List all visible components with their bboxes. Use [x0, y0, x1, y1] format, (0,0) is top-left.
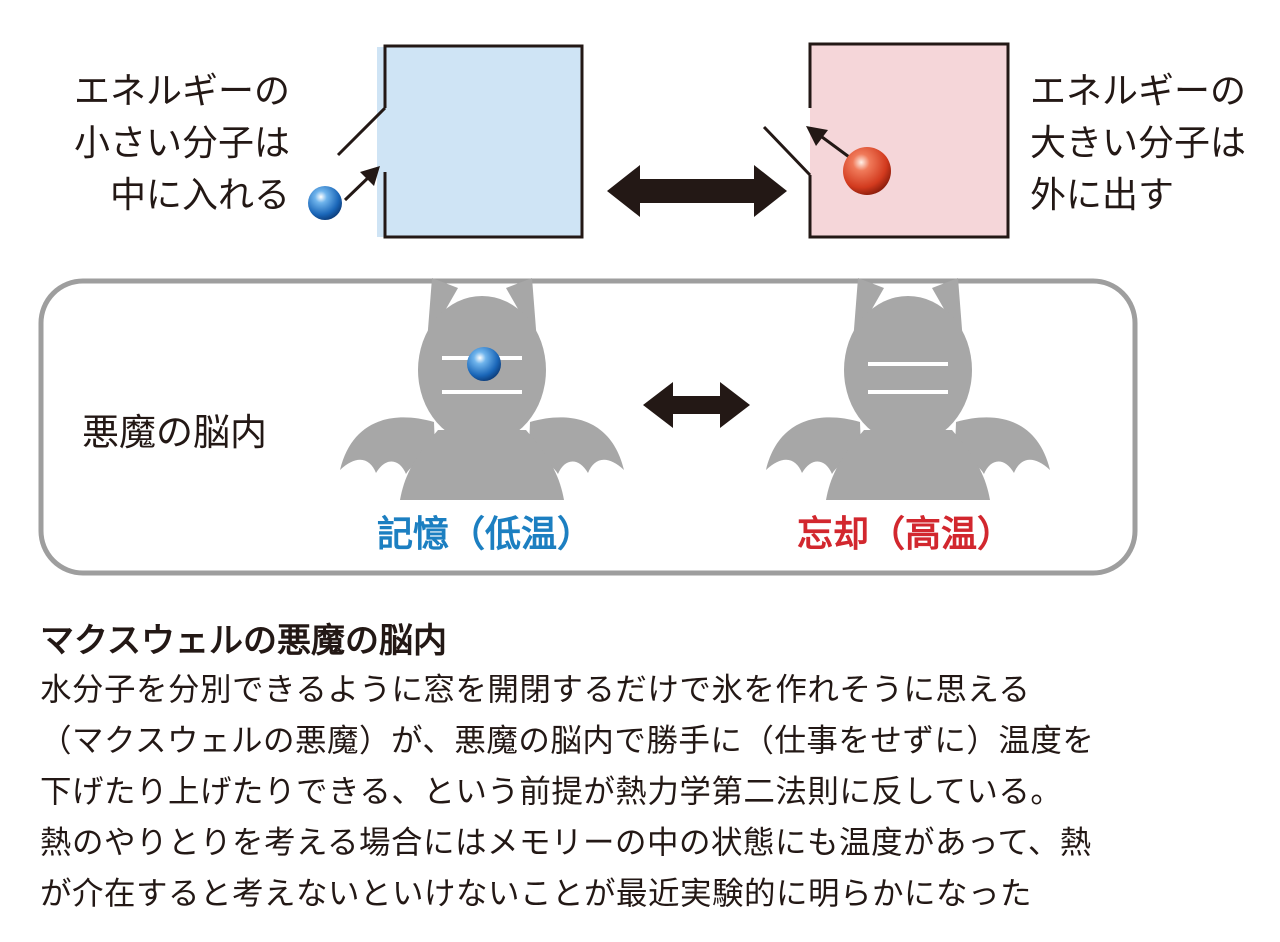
stored-molecule [467, 347, 501, 381]
arrow-head [806, 126, 828, 146]
caption-line: 熱のやりとりを考える場合にはメモリーの中の状態にも温度があって、熱 [40, 825, 1092, 861]
low-energy-label: エネルギーの 小さい分子は 中に入れる [74, 66, 290, 222]
label-line: エネルギーの [73, 71, 290, 112]
caption-body: 水分子を分別できるように窓を開閉するだけで氷を作れそうに思える （マクスウェルの… [40, 665, 1240, 920]
double-arrow-small [643, 382, 750, 428]
caption-line: （マクスウェルの悪魔）が、悪魔の脳内で勝手に（仕事をせずに）温度を [40, 723, 1095, 759]
brain-frame [38, 278, 1138, 576]
caption-title: マクスウェルの悪魔の脳内 [40, 621, 447, 661]
door-flap [762, 125, 812, 177]
door-flap [336, 106, 387, 157]
demon-memory [340, 278, 624, 500]
demon-forget [766, 278, 1050, 500]
caption-line: が介在すると考えないといけないことが最近実験的に明らかになった [40, 876, 1033, 912]
label-line: 小さい分子は [73, 123, 290, 164]
cold-chamber [308, 44, 584, 239]
double-arrow-large [607, 165, 787, 217]
brain-label: 悪魔の脳内 [82, 411, 267, 454]
caption-line: 下げたり上げたりできる、という前提が熱力学第二法則に反している。 [40, 774, 1063, 810]
label-line: 中に入れる [109, 175, 290, 216]
caption-line: 水分子を分別できるように窓を開閉するだけで氷を作れそうに思える [40, 672, 1031, 708]
arrow-head [360, 166, 380, 186]
label-line: 外に出す [1030, 175, 1175, 216]
high-energy-label: エネルギーの 大きい分子は 外に出す [1030, 66, 1246, 222]
caption: マクスウェルの悪魔の脳内 水分子を分別できるように窓を開閉するだけで氷を作れそう… [40, 617, 1240, 920]
forget-label: 忘却（高温） [796, 514, 1013, 555]
high-energy-molecule [843, 147, 891, 195]
label-line: 大きい分子は [1030, 123, 1247, 164]
hot-chamber [762, 42, 1010, 239]
label-line: エネルギーの [1030, 71, 1247, 112]
maxwell-demon-diagram [38, 42, 1138, 576]
memory-label: 記憶（低温） [376, 514, 593, 555]
low-energy-molecule [308, 186, 342, 220]
